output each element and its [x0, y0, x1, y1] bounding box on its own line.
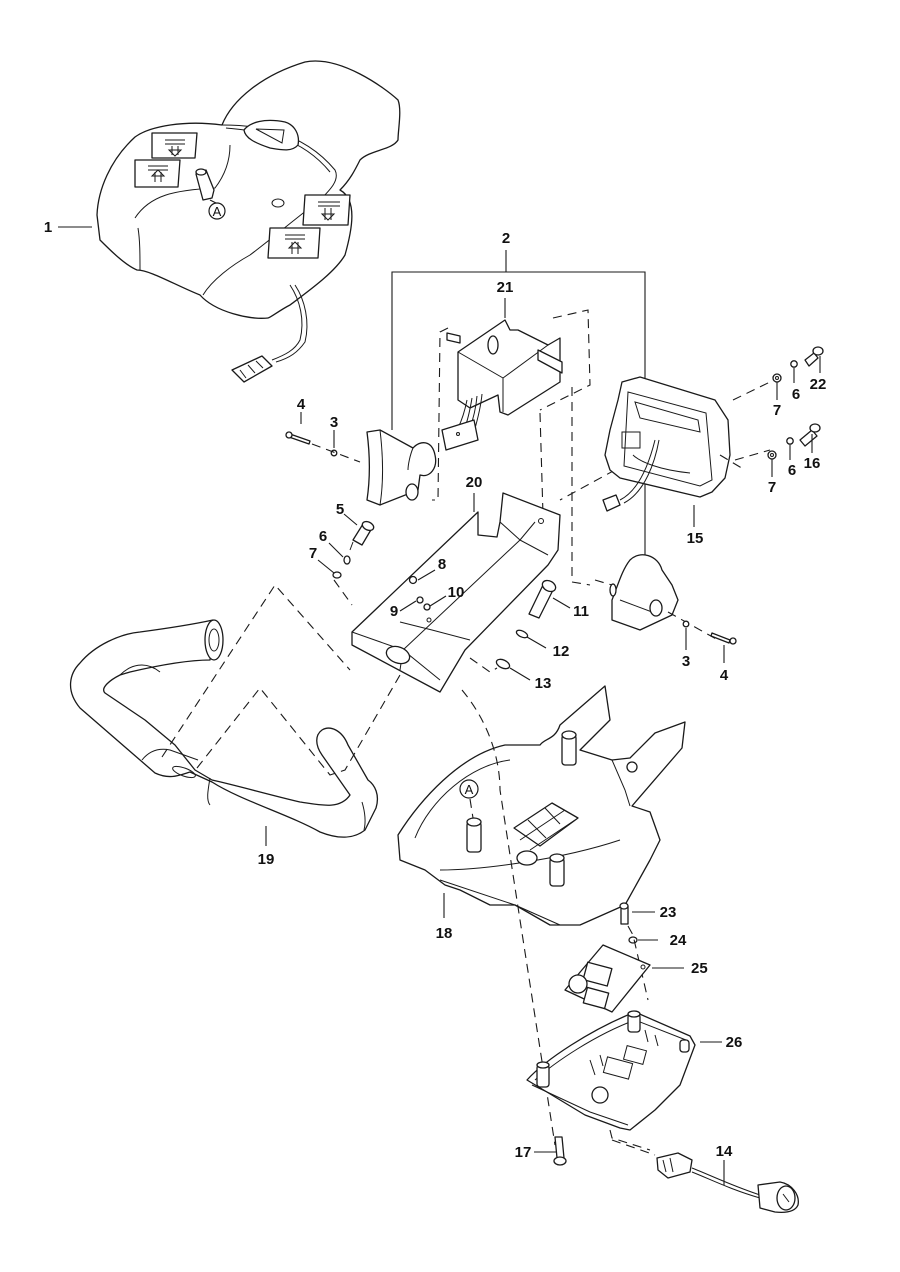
svg-text:25: 25: [691, 960, 708, 977]
svg-text:4: 4: [720, 667, 729, 684]
part-2-right-handle-block[interactable]: [609, 554, 679, 631]
part-1-control-head-cover[interactable]: [96, 60, 401, 383]
svg-text:19: 19: [258, 851, 275, 868]
part-21-switch-mechanism[interactable]: 21: [441, 279, 563, 451]
reference-marker-a-bottom: A: [459, 779, 479, 819]
svg-text:6: 6: [792, 386, 800, 403]
svg-text:26: 26: [726, 1034, 743, 1051]
svg-text:20: 20: [466, 474, 483, 491]
svg-text:4: 4: [297, 396, 306, 413]
svg-text:17: 17: [515, 1144, 532, 1161]
svg-text:2: 2: [502, 230, 510, 247]
hardware-left-4-3[interactable]: 4 3: [285, 396, 361, 463]
hardware-5-6-7[interactable]: 5 6 7: [309, 501, 375, 606]
part-15-display-module[interactable]: 15: [602, 376, 771, 547]
svg-text:6: 6: [788, 462, 796, 479]
svg-text:16: 16: [804, 455, 821, 472]
svg-text:6: 6: [319, 528, 327, 545]
part-19-handle-bar[interactable]: 19: [69, 619, 379, 868]
part-17-screw[interactable]: 17: [515, 1136, 567, 1166]
svg-text:3: 3: [682, 653, 690, 670]
reference-marker-a-top: A: [208, 199, 226, 220]
svg-text:A: A: [465, 782, 474, 797]
svg-text:11: 11: [573, 603, 589, 620]
hardware-11-12-13[interactable]: 11 12 13: [469, 578, 589, 692]
svg-text:9: 9: [390, 603, 398, 620]
svg-text:5: 5: [336, 501, 344, 518]
handle-bar-dashed-paths: [161, 584, 401, 776]
svg-text:7: 7: [773, 402, 781, 419]
hardware-23-24[interactable]: 23 24: [619, 902, 687, 1001]
part-25-circuit-board[interactable]: 25: [564, 944, 708, 1013]
svg-text:8: 8: [438, 556, 446, 573]
hardware-top-right[interactable]: 7 6 22: [772, 346, 827, 419]
svg-text:3: 3: [330, 414, 338, 431]
part-14-key-switch-harness[interactable]: 14: [611, 1139, 799, 1213]
part-2-left-handle-block[interactable]: [366, 429, 437, 506]
assembly-path-lines: [432, 309, 616, 586]
callout-1[interactable]: 1: [44, 219, 92, 236]
svg-text:12: 12: [553, 643, 570, 660]
part-20-mounting-bracket[interactable]: 20: [351, 474, 561, 693]
svg-text:A: A: [213, 204, 222, 219]
vertical-assembly-path: [461, 689, 556, 1146]
svg-text:1: 1: [44, 219, 52, 236]
part-18-lower-housing[interactable]: 18: [397, 685, 686, 942]
svg-text:14: 14: [716, 1143, 733, 1160]
svg-text:22: 22: [810, 376, 827, 393]
hardware-8-9-10: 8 9 10: [390, 556, 465, 620]
svg-text:7: 7: [768, 479, 776, 496]
svg-text:10: 10: [448, 584, 465, 601]
svg-text:23: 23: [660, 904, 677, 921]
svg-text:15: 15: [687, 530, 704, 547]
svg-text:18: 18: [436, 925, 453, 942]
svg-text:21: 21: [497, 279, 514, 296]
hardware-bottom-right[interactable]: 7 6 16: [767, 423, 821, 496]
svg-text:24: 24: [670, 932, 687, 949]
svg-text:13: 13: [535, 675, 552, 692]
svg-text:7: 7: [309, 545, 317, 562]
hardware-right-3-4[interactable]: 3 4: [594, 579, 737, 684]
part-26-bottom-cover[interactable]: 26: [526, 1010, 743, 1151]
